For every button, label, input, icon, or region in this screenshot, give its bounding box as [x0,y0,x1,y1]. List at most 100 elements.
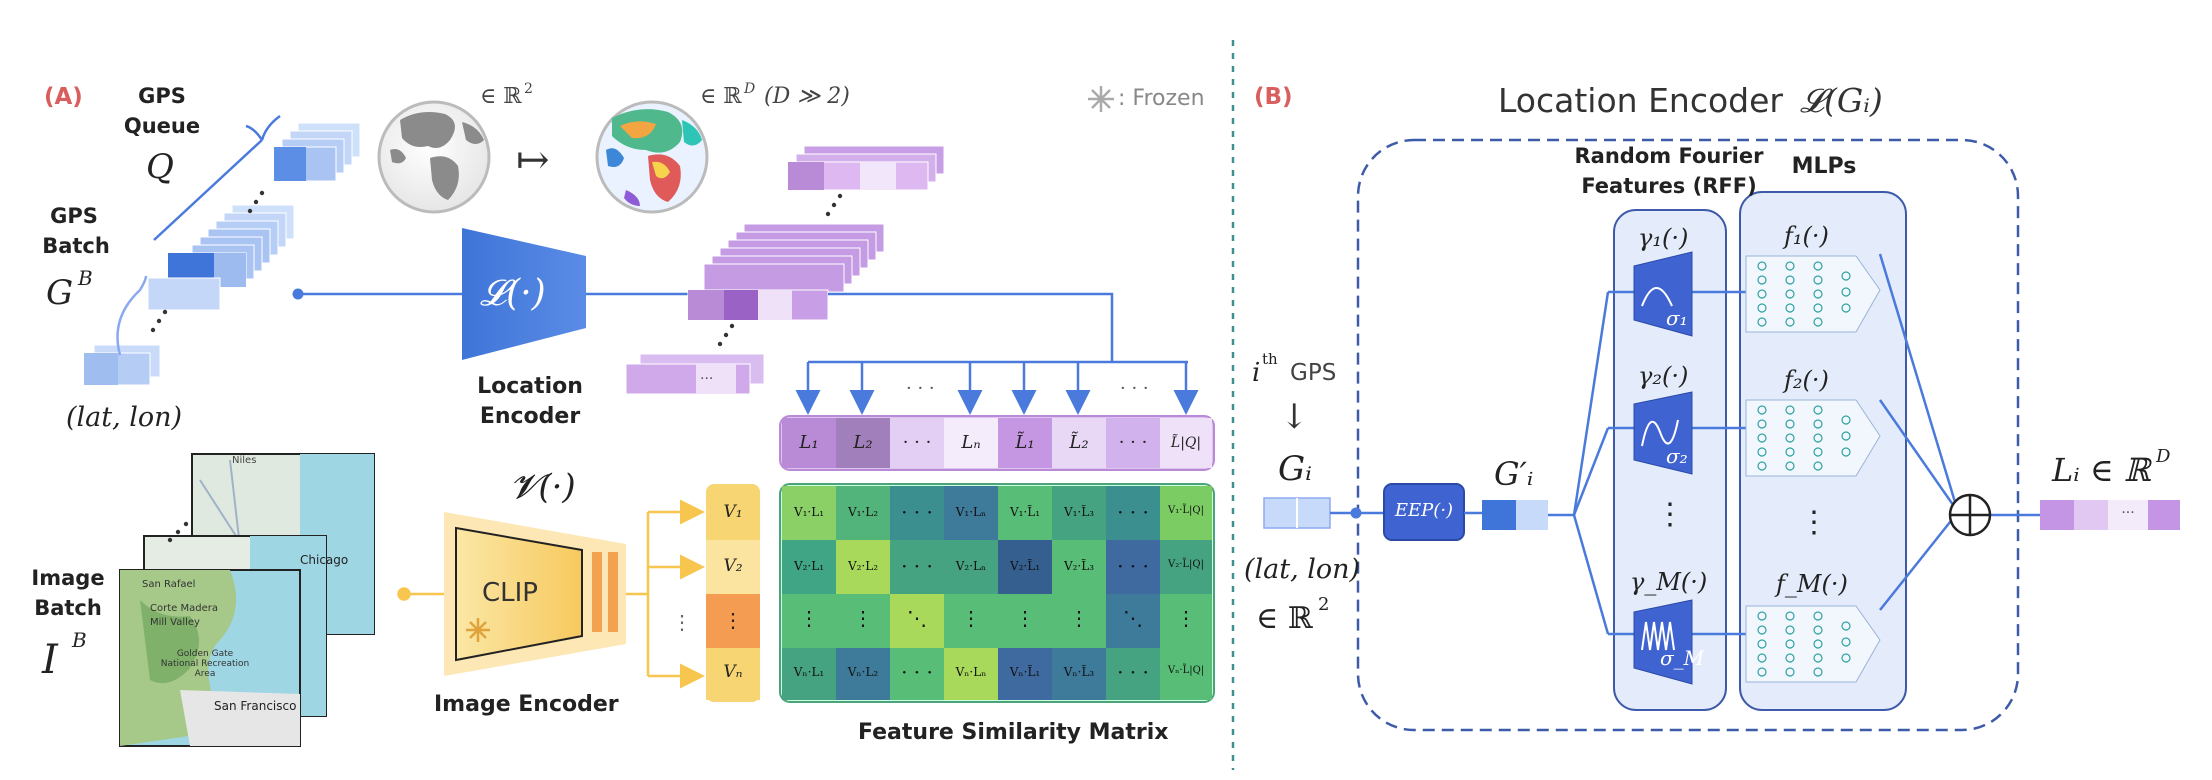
l-row-dots-2: · · · [1120,378,1149,399]
mlp-block-1 [1745,255,1881,333]
matrix-cell-label: ⋮ [961,606,981,630]
batch-brace [116,275,148,356]
gps-dots [150,190,265,333]
image-encoder-title: Image Encoder [434,692,619,717]
map-tile-sf [119,569,301,747]
matrix-cell-label: Vₙ·L̃₁ [1009,665,1041,679]
f-label: f₂(·) [1784,366,1829,394]
v-label: ⋮ [723,608,743,632]
mlps-title: MLPs [1791,154,1857,179]
location-encoder-dashed-box [1356,138,2020,732]
matrix-cell-label: Vₙ·L̃|Q| [1167,665,1205,676]
panel-b-title: Location Encoder [1498,81,1783,120]
gps-batch-symbol: G [46,273,74,313]
input-symbol: Gᵢ [1278,449,1312,489]
embedding-cell-dots: ··· [700,371,714,387]
l-row-dots-1: · · · [906,378,935,399]
map-label-ggnra: Golden Gate National Recreation Area [160,649,250,679]
maps-to-icon: ↦ [516,137,550,183]
gps-batch-title2: Batch [42,234,110,258]
sigma-label: σ₁ [1666,306,1688,330]
input-ith: i [1252,358,1261,388]
matrix-cell-label: V₂·L₂ [847,559,879,573]
gps-queue-title2: Queue [123,114,201,138]
matrix-cell-label: V₁·L̃₃ [1063,505,1095,519]
clip-label: CLIP [482,578,538,608]
sigma-label: σ_M [1660,646,1705,670]
gamma-label: γ_M(·) [1630,568,1708,596]
in-r2-label: ∈ ℝ [480,84,522,109]
gi-prime-vector [1482,500,1548,530]
frozen-label: : Frozen [1118,86,1205,111]
latlon-label: (lat, lon) [66,402,183,433]
l-label: L̃₂ [1069,432,1089,453]
map-label-corte-madera: Corte Madera [150,603,218,614]
globe-colored [595,100,709,214]
output-sup: D [2156,446,2171,467]
panel-a-label: (A) [44,84,83,110]
v-label: V₁ [723,502,743,522]
matrix-cell-label: · · · [1117,554,1149,578]
panel-b-title-symbol: 𝓛(Gᵢ) [1800,81,1883,120]
matrix-cell-label: · · · [901,500,933,524]
image-connectors [397,499,705,689]
location-encoder-title: Location [477,374,583,399]
image-batch-symbol: I [42,637,58,683]
matrix-cell-label: Vₙ·Lₙ [955,665,987,679]
matrix-cell-label: V₁·L₁ [793,505,825,519]
image-batch-sup: B [72,628,87,652]
gps-batch-sup: B [78,266,93,290]
matrix-cell-label: ⋮ [799,606,819,630]
mlp-block-2 [1745,399,1881,477]
l-label: L̃|Q| [1170,435,1202,451]
matrix-cell-label: V₂·L̃₁ [1009,559,1041,573]
input-in-r2: ∈ ℝ [1256,601,1313,636]
queue-embeddings [625,145,945,395]
l-label: · · · [1118,432,1148,453]
matrix-cell-label: · · · [901,660,933,684]
matrix-cell-label: V₁·Lₙ [955,505,987,519]
map-label-chicago: Chicago [300,553,349,567]
gamma-dots: ⋮ [1655,497,1685,532]
image-encoder-symbol: 𝓥(·) [510,467,576,507]
image-batch-dots [167,521,189,543]
map-label-niles: Niles [232,455,257,466]
l-label: L₁ [799,432,819,453]
rff-title2: Features (RFF) [1581,174,1757,198]
l-row-arrows [795,362,1199,415]
input-arrow: ↓ [1280,397,1309,437]
v-column-dots: ⋮ [672,610,692,634]
image-batch-title: Image [31,566,105,590]
input-gps: GPS [1290,360,1337,386]
in-rd-sup: D [744,81,756,97]
matrix-cell-label: · · · [1117,500,1149,524]
map-label-san-francisco: San Francisco [214,699,297,713]
matrix-cell-label: V₂·L̃₃ [1063,559,1095,573]
sigma-label: σ₂ [1666,444,1688,468]
clip-block [444,512,626,676]
l-row [779,415,1215,471]
globe-gray [377,100,491,214]
matrix-title: Feature Similarity Matrix [858,720,1169,745]
matrix-cell-label: ⋮ [1176,606,1196,630]
output-label: Lᵢ ∈ ℝ [2052,451,2151,489]
matrix-cell-label: ⋮ [1015,606,1035,630]
gps-batch-title: GPS [50,204,98,228]
snowflake-icon [466,618,490,642]
output-vector [2040,500,2180,530]
gps-queue-title: GPS [138,84,186,108]
matrix-cell-label: V₁·L₂ [847,505,879,519]
f-label: f₁(·) [1784,222,1829,250]
input-in-r2-sup: 2 [1318,594,1330,615]
gamma-label: γ₂(·) [1638,362,1689,390]
l-label: Lₙ [961,432,981,453]
matrix-cell-label: ⋮ [853,606,873,630]
v-label: Vₙ [723,662,743,682]
sum-icon [1948,493,1992,537]
image-batch-title2: Batch [34,596,102,620]
location-encoder-symbol: 𝓛(·) [480,273,546,314]
queue-brace [153,114,281,241]
similarity-matrix [779,483,1215,703]
l-label: L₂ [853,432,873,453]
gi-input-vector [1263,497,1331,529]
